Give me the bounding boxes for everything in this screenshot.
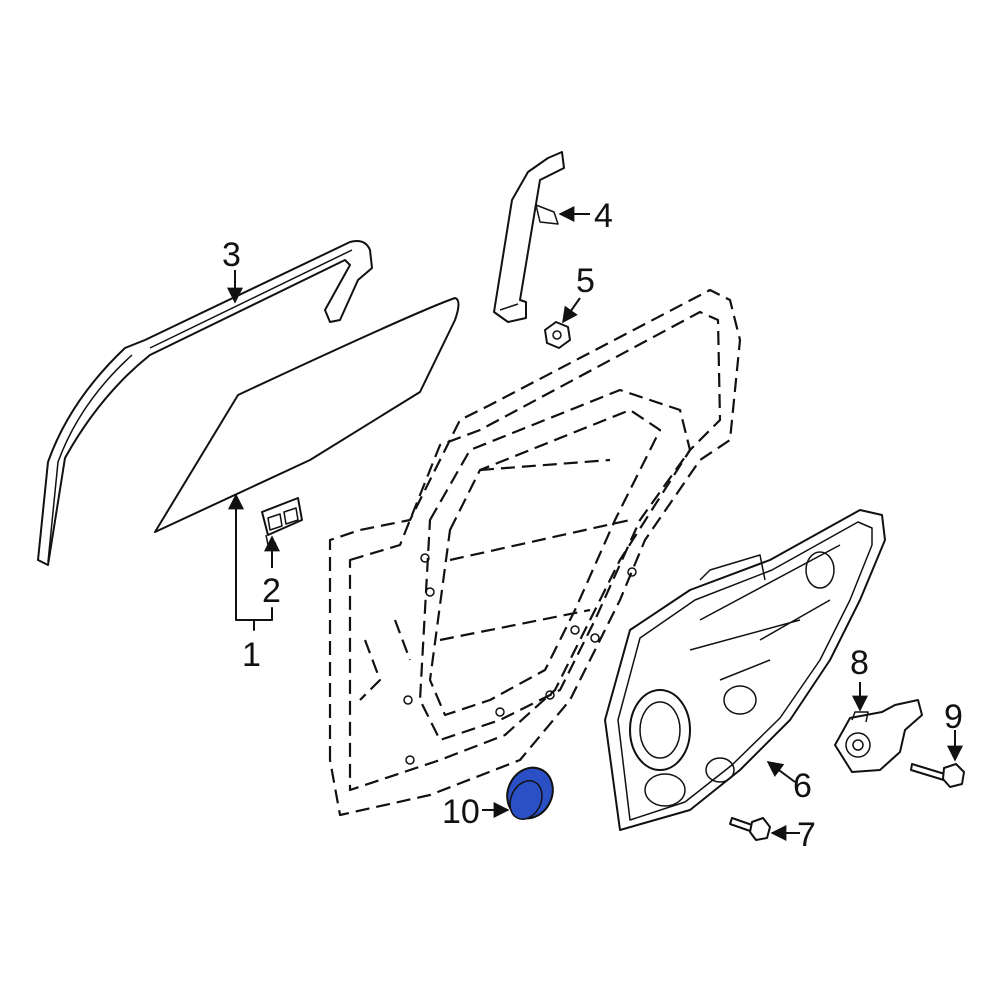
callout-9: 9 — [944, 698, 963, 736]
callout-2: 2 — [262, 572, 281, 610]
bolt-7[interactable] — [729, 817, 771, 841]
window-motor[interactable] — [834, 699, 923, 773]
callout-7: 7 — [797, 816, 816, 854]
window-run-channel[interactable] — [37, 240, 373, 566]
door-glass[interactable] — [154, 297, 460, 533]
callout-10: 10 — [442, 793, 480, 831]
nut[interactable] — [544, 321, 571, 349]
glass-channel-clip[interactable] — [261, 497, 303, 546]
window-regulator-panel[interactable] — [604, 509, 886, 831]
bolt-9[interactable] — [910, 763, 965, 788]
callout-leaders — [227, 206, 963, 841]
rear-division-channel[interactable] — [493, 151, 565, 323]
callout-8: 8 — [850, 644, 869, 682]
callout-4: 4 — [594, 197, 613, 235]
door-shell-outline — [328, 288, 742, 817]
plug[interactable] — [499, 760, 561, 826]
callout-6: 6 — [793, 767, 812, 805]
callout-3: 3 — [222, 236, 241, 274]
callout-5: 5 — [576, 262, 595, 300]
callout-1: 1 — [242, 636, 261, 674]
